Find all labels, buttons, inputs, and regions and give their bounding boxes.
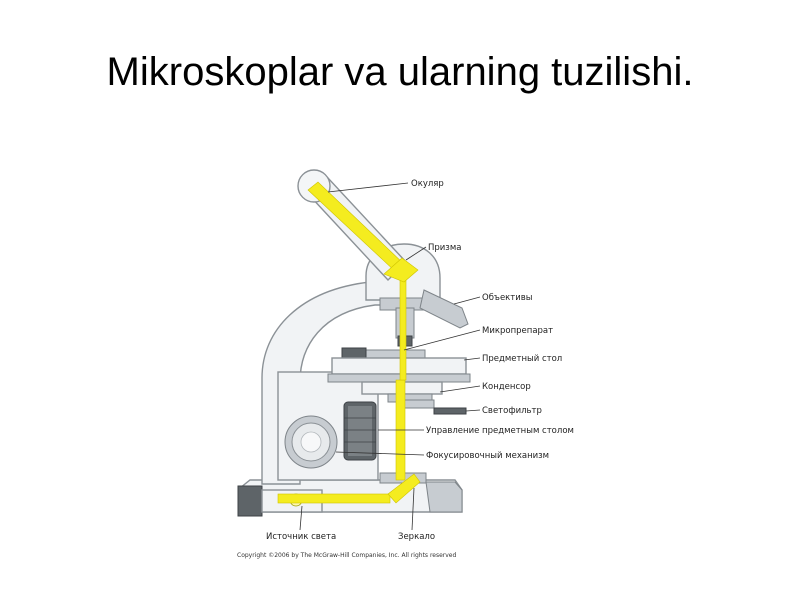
focus-knob	[284, 415, 338, 469]
stage	[327, 347, 471, 395]
label-stage-control: Управление предметным столом	[426, 426, 574, 436]
copyright-note: Copyright ©2006 by The McGraw-Hill Compa…	[237, 552, 457, 559]
filter-plate	[433, 407, 467, 415]
stage-control-knob	[343, 401, 377, 461]
slide-title: Mikroskoplar va ularning tuzilishi.	[106, 50, 694, 94]
label-condenser: Конденсор	[482, 382, 531, 392]
label-prism: Призма	[428, 243, 461, 253]
label-ocular: Окуляр	[411, 179, 444, 189]
label-filter: Светофильтр	[482, 406, 542, 416]
label-light-source: Источник света	[266, 532, 336, 542]
condenser	[387, 393, 435, 409]
label-objectives: Объективы	[482, 293, 533, 303]
label-mirror: Зеркало	[398, 532, 435, 542]
label-focus: Фокусировочный механизм	[426, 451, 549, 461]
label-stage: Предметный стол	[482, 354, 562, 364]
leader-lines	[299, 182, 481, 531]
label-specimen: Микропрепарат	[482, 326, 553, 336]
